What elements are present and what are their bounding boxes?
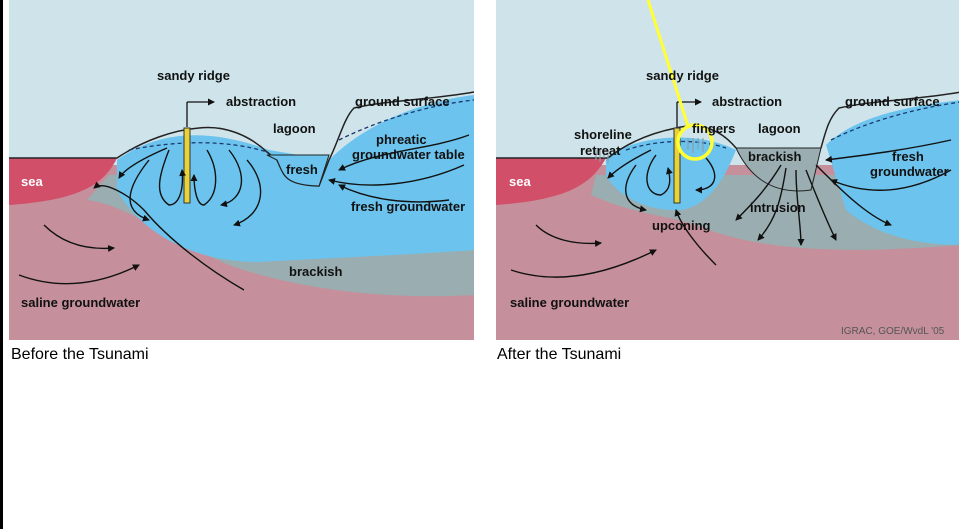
label-ground-surface: ground surface [845,94,940,109]
label-fingers: fingers [692,121,735,136]
label-saline-groundwater: saline groundwater [510,295,629,310]
label-sandy-ridge: sandy ridge [646,68,719,83]
caption-after: After the Tsunami [497,346,621,364]
slide-left-border [0,0,3,529]
abstraction-well [184,128,190,203]
label-retreat: retreat [580,143,621,158]
label-fresh-groundwater: fresh groundwater [351,199,465,214]
label-sea: sea [509,174,531,189]
label-abstraction: abstraction [712,94,782,109]
credit-text: IGRAC, GOE/WvdL '05 [841,326,945,337]
label-groundwater-table: groundwater table [352,147,465,162]
label-fresh: fresh [286,162,318,177]
label-sandy-ridge: sandy ridge [157,68,230,83]
label-phreatic: phreatic [376,132,427,147]
label-upconing: upconing [652,218,711,233]
label-sea: sea [21,174,43,189]
after-tsunami-diagram: sandy ridge abstraction ground surface s… [496,0,959,340]
label-lagoon: lagoon [273,121,316,136]
label-abstraction: abstraction [226,94,296,109]
label-brackish: brackish [748,149,802,164]
label-ground-surface: ground surface [355,94,450,109]
label-brackish: brackish [289,264,343,279]
caption-before: Before the Tsunami [11,346,149,364]
label-intrusion: intrusion [750,200,806,215]
before-tsunami-diagram: sandy ridge abstraction ground surface l… [9,0,474,340]
label-lagoon: lagoon [758,121,801,136]
label-groundwater: groundwater [870,164,949,179]
label-shoreline: shoreline [574,127,632,142]
label-fresh: fresh [892,149,924,164]
label-saline-groundwater: saline groundwater [21,295,140,310]
